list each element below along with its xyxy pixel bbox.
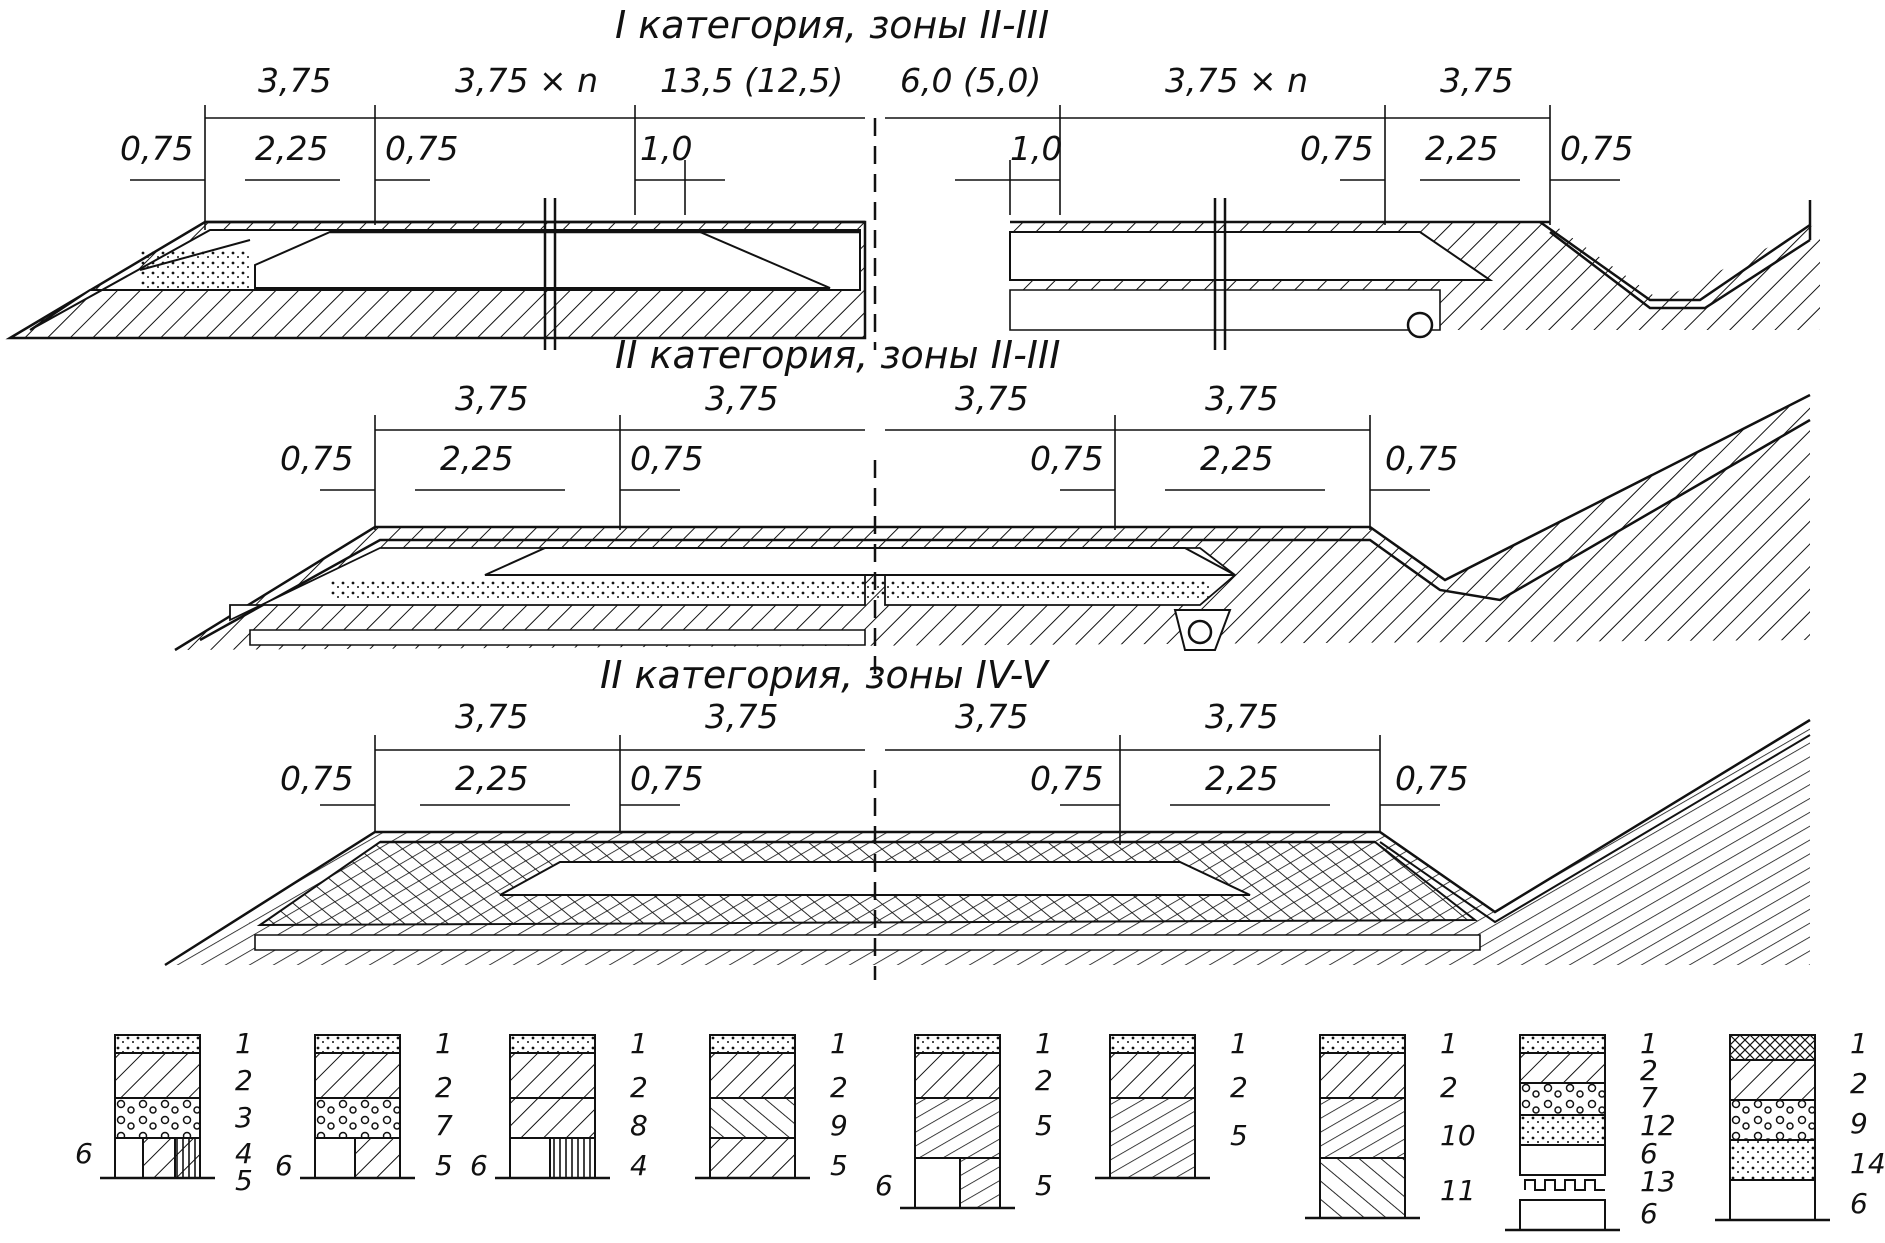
legend-label: 1	[830, 1027, 848, 1060]
dim-label: 3,75 × n	[1165, 61, 1308, 100]
legend-label: 2	[1640, 1054, 1658, 1087]
section-2-title: II категория, зоны II-III	[615, 333, 1060, 377]
legend-label: 14	[1850, 1147, 1885, 1180]
dim-label: 0,75	[1395, 759, 1468, 798]
legend-label: 6	[1850, 1187, 1868, 1220]
legend-col-8: 1 2 7 12 6 13 6	[1505, 1027, 1676, 1232]
legend-col-5: 1 2 5 5 6	[875, 1027, 1053, 1210]
dim-label: 3,75	[1440, 61, 1513, 100]
legend-label: 2	[235, 1064, 253, 1097]
legend-label: 12	[1640, 1109, 1676, 1142]
dim-label: 0,75	[385, 129, 458, 168]
legend-label: 2	[630, 1071, 648, 1104]
dim-label: 2,25	[440, 439, 513, 478]
legend-col-4: 1 2 9 5	[695, 1027, 848, 1182]
legend-label: 7	[435, 1109, 453, 1142]
legend-label: 2	[1440, 1071, 1458, 1104]
legend-label: 5	[435, 1149, 453, 1182]
dim-label: 0,75	[630, 439, 703, 478]
legend-label: 4	[630, 1149, 648, 1182]
legend-label: 1	[1230, 1027, 1248, 1060]
dim-label: 3,75 × n	[455, 61, 598, 100]
dim-label: 0,75	[1030, 439, 1103, 478]
section-3: II категория, зоны IV-V 3,75 3,75 3,75 3…	[164, 653, 1811, 980]
legend-label: 1	[235, 1027, 253, 1060]
legend-label: 6	[1640, 1197, 1658, 1230]
section-2: II категория, зоны II-III 3,75 3,75 3,75…	[174, 333, 1811, 680]
legend-label: 1	[1440, 1027, 1458, 1060]
dim-label: 0,75	[1030, 759, 1103, 798]
legend-label: 7	[1640, 1081, 1658, 1114]
legend-label: 13	[1640, 1165, 1676, 1198]
legend-label: 6	[875, 1169, 893, 1202]
legend-label: 5	[1230, 1119, 1248, 1152]
legend-col-7: 1 2 10 11	[1305, 1027, 1476, 1220]
section-1-title: I категория, зоны II-III	[615, 3, 1049, 47]
legend-label: 6	[1640, 1137, 1658, 1170]
dim-label: 3,75	[705, 379, 778, 418]
legend-label: 6	[470, 1149, 488, 1182]
dim-label: 1,0	[1010, 129, 1062, 168]
dim-label: 3,75	[1205, 379, 1278, 418]
dim-label: 6,0 (5,0)	[900, 61, 1041, 100]
legend-label: 6	[275, 1149, 293, 1182]
legend-label: 2	[1230, 1071, 1248, 1104]
legend-label: 11	[1440, 1174, 1476, 1207]
legend-label: 5	[235, 1164, 253, 1197]
legend-label: 1	[630, 1027, 648, 1060]
legend-label: 2	[435, 1071, 453, 1104]
dim-label: 0,75	[280, 759, 353, 798]
legend-col-3: 1 2 8 4 6	[470, 1027, 648, 1182]
legend-label: 5	[830, 1149, 848, 1182]
dim-label: 0,75	[120, 129, 193, 168]
legend-label: 5	[1035, 1169, 1053, 1202]
legend-col-6: 1 2 5	[1095, 1027, 1248, 1180]
legend-label: 2	[830, 1071, 848, 1104]
dim-label: 2,25	[1200, 439, 1273, 478]
legend-label: 9	[1850, 1107, 1868, 1140]
dim-label: 3,75	[455, 697, 528, 736]
dim-label: 3,75	[455, 379, 528, 418]
legend-label: 8	[630, 1109, 648, 1142]
dim-label: 3,75	[258, 61, 331, 100]
legend-label: 5	[1035, 1109, 1053, 1142]
legend-label: 3	[235, 1101, 253, 1134]
dim-label: 1,0	[640, 129, 692, 168]
legend-label: 1	[1035, 1027, 1053, 1060]
dim-label: 0,75	[1560, 129, 1633, 168]
legend-label: 1	[1640, 1027, 1658, 1060]
section-1: I категория, зоны II-III 3,75 3,75 × n 1…	[5, 3, 1820, 350]
legend-col-2: 1 2 7 5 6	[275, 1027, 453, 1182]
legend-label: 1	[435, 1027, 453, 1060]
legend-label: 9	[830, 1109, 848, 1142]
dim-label: 0,75	[280, 439, 353, 478]
section-3-title: II категория, зоны IV-V	[600, 653, 1051, 697]
dim-label: 2,25	[1425, 129, 1498, 168]
dim-label: 13,5 (12,5)	[660, 61, 843, 100]
dim-label: 2,25	[255, 129, 328, 168]
dim-label: 2,25	[1205, 759, 1278, 798]
legend-label: 2	[1035, 1064, 1053, 1097]
dim-label: 3,75	[1205, 697, 1278, 736]
legend-label: 2	[1850, 1067, 1868, 1100]
legend-label: 4	[235, 1137, 253, 1170]
dim-label: 0,75	[630, 759, 703, 798]
dim-label: 3,75	[955, 379, 1028, 418]
legend-label: 6	[75, 1137, 93, 1170]
legend: 1 2 3 4 5 6 1 2 7 5 6	[75, 1027, 1885, 1232]
legend-col-1: 1 2 3 4 5 6	[75, 1027, 253, 1197]
legend-label: 1	[1850, 1027, 1868, 1060]
legend-label: 10	[1440, 1119, 1476, 1152]
legend-col-9: 1 2 9 14 6	[1715, 1027, 1885, 1222]
dim-label: 0,75	[1300, 129, 1373, 168]
dim-label: 3,75	[705, 697, 778, 736]
dim-label: 3,75	[955, 697, 1028, 736]
dim-label: 0,75	[1385, 439, 1458, 478]
dim-label: 2,25	[455, 759, 528, 798]
